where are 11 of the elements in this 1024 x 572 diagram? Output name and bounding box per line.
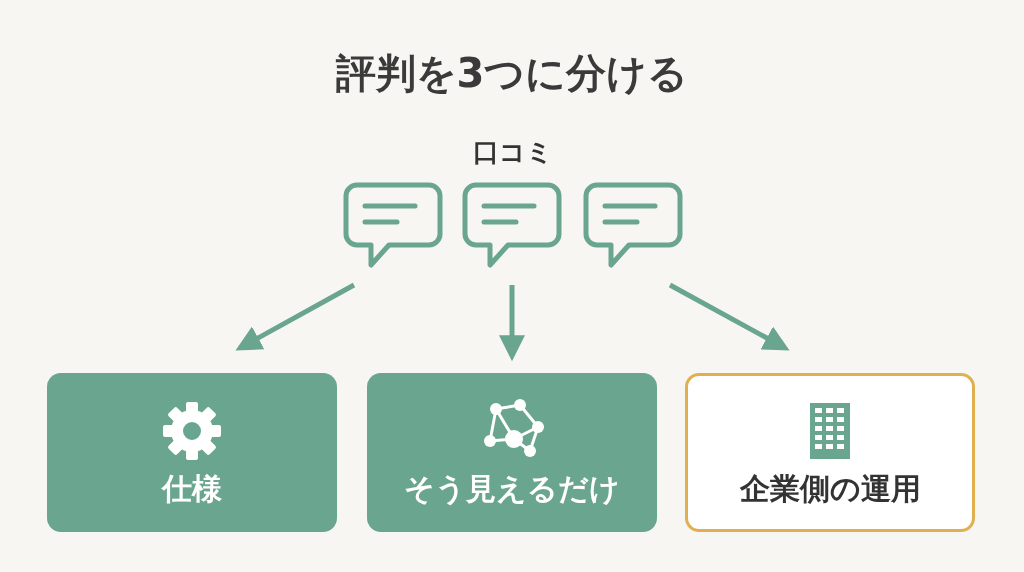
arrow (235, 282, 356, 351)
card-label: そう見えるだけ (404, 471, 620, 506)
category-card (47, 373, 337, 532)
card-label: 仕様 (162, 471, 222, 506)
group-label: 口コミ (473, 137, 553, 167)
category-card (685, 373, 975, 532)
arrow (668, 282, 790, 351)
category-card (367, 373, 657, 532)
title: 評判を3つに分ける (335, 49, 689, 98)
arrow (499, 285, 525, 362)
card-label: 企業側の運用 (739, 471, 921, 506)
